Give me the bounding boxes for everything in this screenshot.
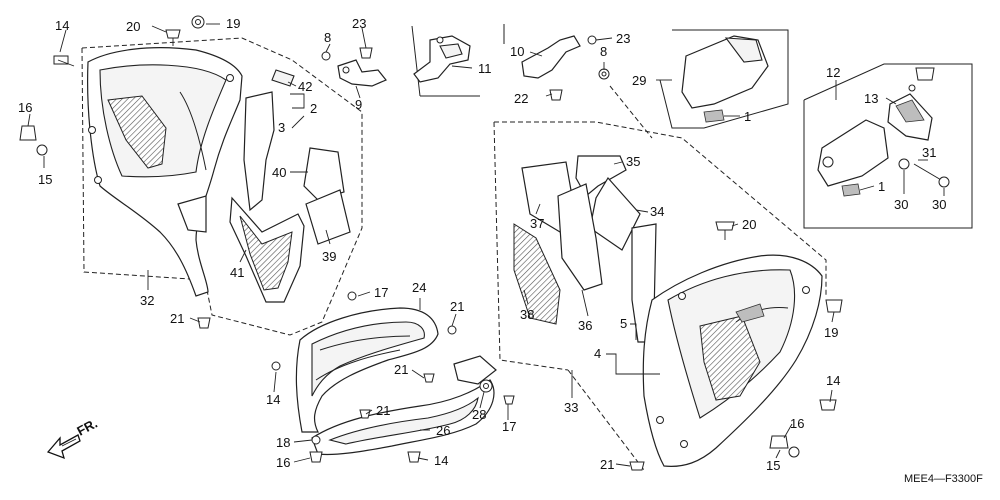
left-inner-panels — [229, 69, 351, 303]
callout-label: 1 — [744, 109, 751, 124]
callout-label: 22 — [514, 91, 528, 106]
lower-panel-26 — [309, 355, 515, 463]
left-group-frame — [81, 37, 363, 336]
right-group-frame — [493, 85, 827, 471]
callout-label: 26 — [436, 423, 450, 438]
callout-label: 21 — [394, 362, 408, 377]
left-middle-cowl — [87, 47, 243, 297]
callout-labels: 14 20 19 16 15 32 21 8 23 9 42 2 3 40 39… — [18, 16, 946, 473]
callout-label: 23 — [616, 31, 630, 46]
callout-label: 19 — [226, 16, 240, 31]
callout-label: 2 — [310, 101, 317, 116]
right-box-12 — [803, 63, 973, 229]
right-inner-panels — [513, 155, 657, 343]
callout-label: 42 — [298, 79, 312, 94]
callout-label: 23 — [352, 16, 366, 31]
callout-label: 20 — [126, 19, 140, 34]
bracket-9-assembly — [321, 47, 387, 87]
callout-label: 14 — [826, 373, 840, 388]
callout-label: 4 — [594, 346, 601, 361]
callout-label: 15 — [766, 458, 780, 473]
bracket-11-assembly — [411, 25, 480, 97]
callout-label: 1 — [878, 179, 885, 194]
diagram-code: MEE4—F3300F — [904, 473, 983, 485]
callout-label: 13 — [864, 91, 878, 106]
callout-label: 30 — [894, 197, 908, 212]
left-hardware — [19, 15, 211, 329]
callout-label: 21 — [376, 403, 390, 418]
callout-label: 14 — [266, 392, 280, 407]
callout-label: 12 — [826, 65, 840, 80]
callout-label: 14 — [55, 18, 69, 33]
callout-label: 17 — [502, 419, 516, 434]
callout-label: 37 — [530, 216, 544, 231]
callout-label: 40 — [272, 165, 286, 180]
callout-label: 35 — [626, 154, 640, 169]
callout-label: 29 — [632, 73, 646, 88]
callout-label: 8 — [324, 30, 331, 45]
callout-label: 20 — [742, 217, 756, 232]
callout-label: 14 — [434, 453, 448, 468]
callout-label: 38 — [520, 307, 534, 322]
callout-label: 9 — [355, 97, 362, 112]
callout-label: 11 — [478, 61, 492, 76]
callout-label: 36 — [578, 318, 592, 333]
callout-label: 30 — [932, 197, 946, 212]
callout-label: 15 — [38, 172, 52, 187]
callout-label: 28 — [472, 407, 486, 422]
right-middle-cowl — [642, 254, 823, 467]
callout-label: 21 — [170, 311, 184, 326]
air-duct-29-box — [659, 29, 789, 129]
front-arrow-icon — [46, 434, 81, 460]
callout-label: 21 — [450, 299, 464, 314]
bracket-10-assembly — [503, 24, 610, 101]
callout-label: 39 — [322, 249, 336, 264]
callout-label: 34 — [650, 204, 664, 219]
callout-label: 10 — [510, 44, 524, 59]
callout-label: 16 — [790, 416, 804, 431]
callout-label: 16 — [276, 455, 290, 470]
callout-label: 21 — [600, 457, 614, 472]
leader-lines — [27, 23, 945, 467]
callout-label: 41 — [230, 265, 244, 280]
callout-label: 3 — [278, 120, 285, 135]
front-direction-marker: FR. — [46, 416, 100, 460]
callout-label: 31 — [922, 145, 936, 160]
callout-label: 5 — [620, 316, 627, 331]
under-cowl-24 — [271, 291, 457, 433]
callout-label: 16 — [18, 100, 32, 115]
callout-label: 17 — [374, 285, 388, 300]
callout-label: 8 — [600, 44, 607, 59]
callout-label: 32 — [140, 293, 154, 308]
callout-label: 19 — [824, 325, 838, 340]
callout-label: 18 — [276, 435, 290, 450]
callout-label: 33 — [564, 400, 578, 415]
callout-label: 24 — [412, 280, 426, 295]
